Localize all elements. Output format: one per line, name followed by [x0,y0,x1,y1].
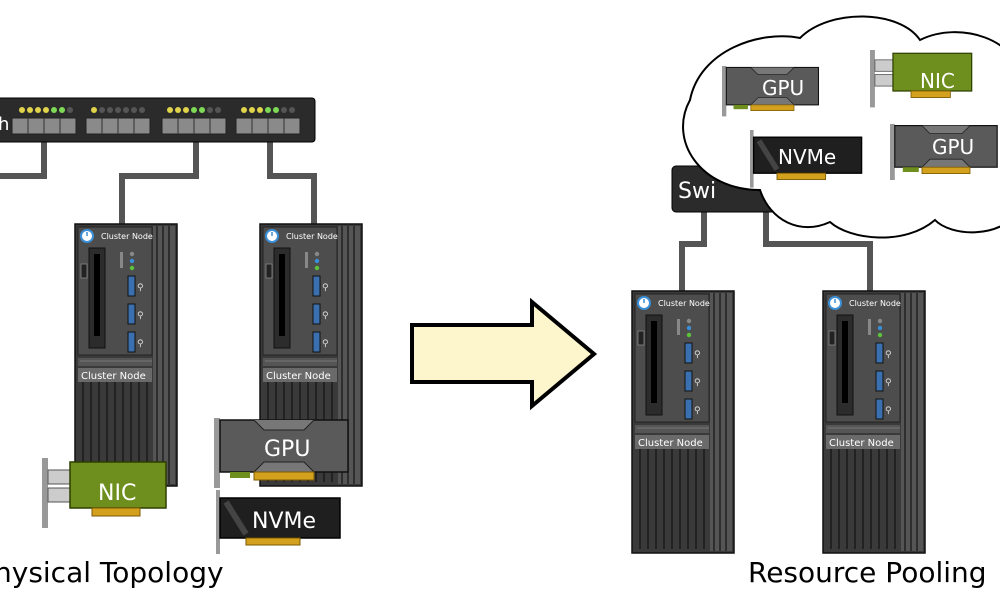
left-panel: h Cluster Node Cluster Node Cluster Node… [0,97,363,589]
right-caption: Resource Pooling [748,556,987,589]
left-switch-label: h [0,114,9,135]
left-cables [0,142,317,224]
right-cables [679,190,873,292]
node-mid-label: Cluster Node [266,371,331,382]
node-top-label: Cluster Node [101,232,153,241]
right-cluster-node-1: Cluster Node Cluster Node [631,290,735,554]
right-switch-label: Swi [678,179,716,204]
node-top-label: Cluster Node [849,299,901,308]
right-panel: Swi GPU NIC NVMe GPU Cluster Node Cluste… [631,15,1000,589]
pool-nic-label: NIC [920,69,955,93]
node-top-label: Cluster Node [286,232,338,241]
left-gpu-card: GPU [213,417,349,489]
pool-gpu-label: GPU [932,135,974,159]
nvme-card-label: NVMe [252,509,316,534]
pool-nvme-label: NVMe [778,145,836,169]
pool-gpu-card-1: GPU [721,65,820,117]
node-top-label: Cluster Node [658,299,710,308]
node-mid-label: Cluster Node [638,438,703,449]
pool-nic-card: NIC [869,49,973,109]
gpu-card-label: GPU [264,437,310,462]
right-cluster-node-2: Cluster Node Cluster Node [822,290,926,554]
left-nvme-card: NVMe [216,490,340,554]
nic-card-label: NIC [98,481,136,506]
left-cluster-node-1: Cluster Node Cluster Node [74,223,178,487]
pool-nvme-card: NVMe [750,130,862,188]
node-mid-label: Cluster Node [829,438,894,449]
pool-gpu-label: GPU [762,76,804,100]
left-nic-card: NIC [41,457,167,529]
transition-arrow [410,297,598,411]
left-switch: h [0,97,316,143]
left-cluster-node-2: Cluster Node Cluster Node [259,223,363,487]
node-mid-label: Cluster Node [81,371,146,382]
left-caption: hysical Topology [0,556,224,589]
pool-gpu-card-2: GPU [889,123,998,181]
